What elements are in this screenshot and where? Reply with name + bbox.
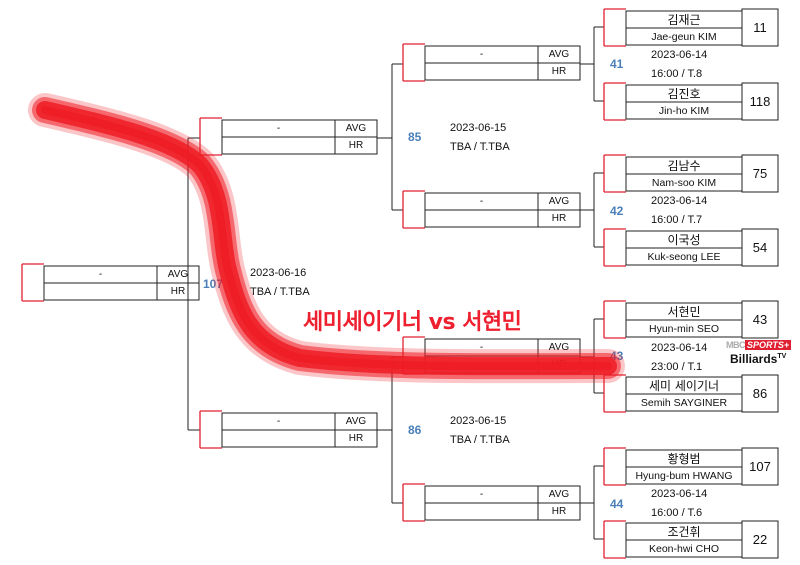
q1-time: 16:00 / T.8	[651, 68, 703, 80]
q3-player-2-korean-name: 세미 세이기너	[648, 379, 720, 393]
q4-date: 2023-06-14	[651, 488, 708, 500]
final-slot-avg-label: AVG	[167, 269, 189, 280]
quarter-slot-3-name: -	[479, 342, 484, 353]
q1-player-1-english-name: Jae-geun KIM	[651, 30, 717, 43]
q1-player-2-seed-box	[741, 82, 779, 121]
semi-slot-1-name: -	[276, 123, 281, 134]
quarter-slot-2-hr-label: HR	[551, 213, 567, 224]
q3-player-2-seed-box	[741, 374, 779, 413]
q4-player-2-english-name: Keon-hwi CHO	[648, 542, 720, 555]
q3-date: 2023-06-14	[651, 342, 708, 354]
semi-slot-1-avg-label: AVG	[345, 123, 367, 134]
quarter-slot-4-avg-label: AVG	[548, 489, 570, 500]
q2-player-2-seed-box	[741, 228, 779, 267]
quarter-slot-1-name: -	[479, 49, 484, 60]
q4-match-number: 44	[610, 497, 624, 511]
q1-player-1-korean-name: 김재근	[667, 13, 701, 27]
q3-time: 23:00 / T.1	[651, 361, 703, 373]
logo-sports: SPORTS+	[745, 340, 792, 350]
q1-player-1-seed: 11	[753, 20, 767, 35]
q1-player-1-seed-box	[741, 8, 779, 47]
q4-player-1-english-name: Hyung-bum HWANG	[635, 469, 733, 482]
quarter-slot-4-hr-label: HR	[551, 506, 567, 517]
q2-player-2-english-name: Kuk-seong LEE	[647, 250, 721, 263]
q2-player-1-seed: 75	[752, 166, 768, 181]
q2-player-2-korean-name: 이국성	[667, 233, 701, 247]
q4-player-2-seed: 22	[752, 532, 768, 547]
semi-2-match-number: 86	[408, 423, 422, 437]
semi-slot-1-hr-label: HR	[348, 140, 364, 151]
q2-player-1-seed-box	[741, 154, 779, 193]
headline-text: 세미세이기너 vs 서현민	[303, 310, 522, 335]
q3-player-2-seed: 86	[752, 386, 768, 401]
q4-time: 16:00 / T.6	[651, 507, 703, 519]
logo-tv: TV	[777, 353, 787, 360]
q3-player-1-english-name: Hyun-min SEO	[648, 322, 720, 335]
q2-player-2-seed: 54	[752, 240, 768, 255]
billiards-tv-logo: BilliardsTV	[730, 352, 786, 366]
semi-slot-2-avg-label: AVG	[345, 416, 367, 427]
logo-billiards: Billiards	[730, 352, 778, 366]
q1-player-2-english-name: Jin-ho KIM	[658, 104, 710, 117]
semi-slot-2-hr-label: HR	[348, 433, 364, 444]
q2-player-1-korean-name: 김남수	[667, 159, 701, 173]
semi-1-date: 2023-06-15	[450, 122, 507, 134]
final-date: 2023-06-16	[250, 267, 307, 279]
final-slot-hr-label: HR	[170, 286, 186, 297]
semi-1-venue: TBA / T.TBA	[450, 141, 510, 153]
logo-mbc: MBC	[726, 340, 746, 350]
semi-2-date: 2023-06-15	[450, 415, 507, 427]
quarter-slot-3-avg-label: AVG	[548, 342, 570, 353]
semi-2-venue: TBA / T.TBA	[450, 434, 510, 446]
quarter-slot-1-avg-label: AVG	[548, 49, 570, 60]
q3-player-2-english-name: Semih SAYGINER	[640, 396, 728, 409]
q3-player-1-seed: 43	[752, 312, 768, 327]
brush-stroke-layer-4	[41, 106, 612, 371]
quarter-slot-1-hr-label: HR	[551, 66, 567, 77]
final-venue: TBA / T.TBA	[250, 286, 310, 298]
q3-player-1-korean-name: 서현민	[667, 305, 701, 319]
q4-player-1-seed-box	[741, 447, 779, 486]
q2-time: 16:00 / T.7	[651, 214, 703, 226]
semi-1-match-number: 85	[408, 130, 422, 144]
quarter-slot-4-name: -	[479, 489, 484, 500]
q2-date: 2023-06-14	[651, 195, 708, 207]
q2-player-1-english-name: Nam-soo KIM	[651, 176, 717, 189]
q4-player-1-seed: 107	[749, 459, 771, 474]
q1-match-number: 41	[610, 57, 624, 71]
q1-player-2-korean-name: 김진호	[667, 87, 701, 101]
q2-match-number: 42	[610, 204, 624, 218]
q4-player-2-korean-name: 조건휘	[667, 525, 701, 539]
quarter-slot-2-name: -	[479, 196, 484, 207]
q4-player-1-korean-name: 황형범	[667, 452, 701, 466]
semi-slot-2-name: -	[276, 416, 281, 427]
quarter-slot-2-avg-label: AVG	[548, 196, 570, 207]
q3-player-1-seed-box	[741, 300, 779, 339]
q4-player-2-seed-box	[741, 520, 779, 559]
q1-player-2-seed: 118	[749, 94, 771, 109]
q1-date: 2023-06-14	[651, 49, 708, 61]
final-slot-name: -	[98, 269, 103, 280]
